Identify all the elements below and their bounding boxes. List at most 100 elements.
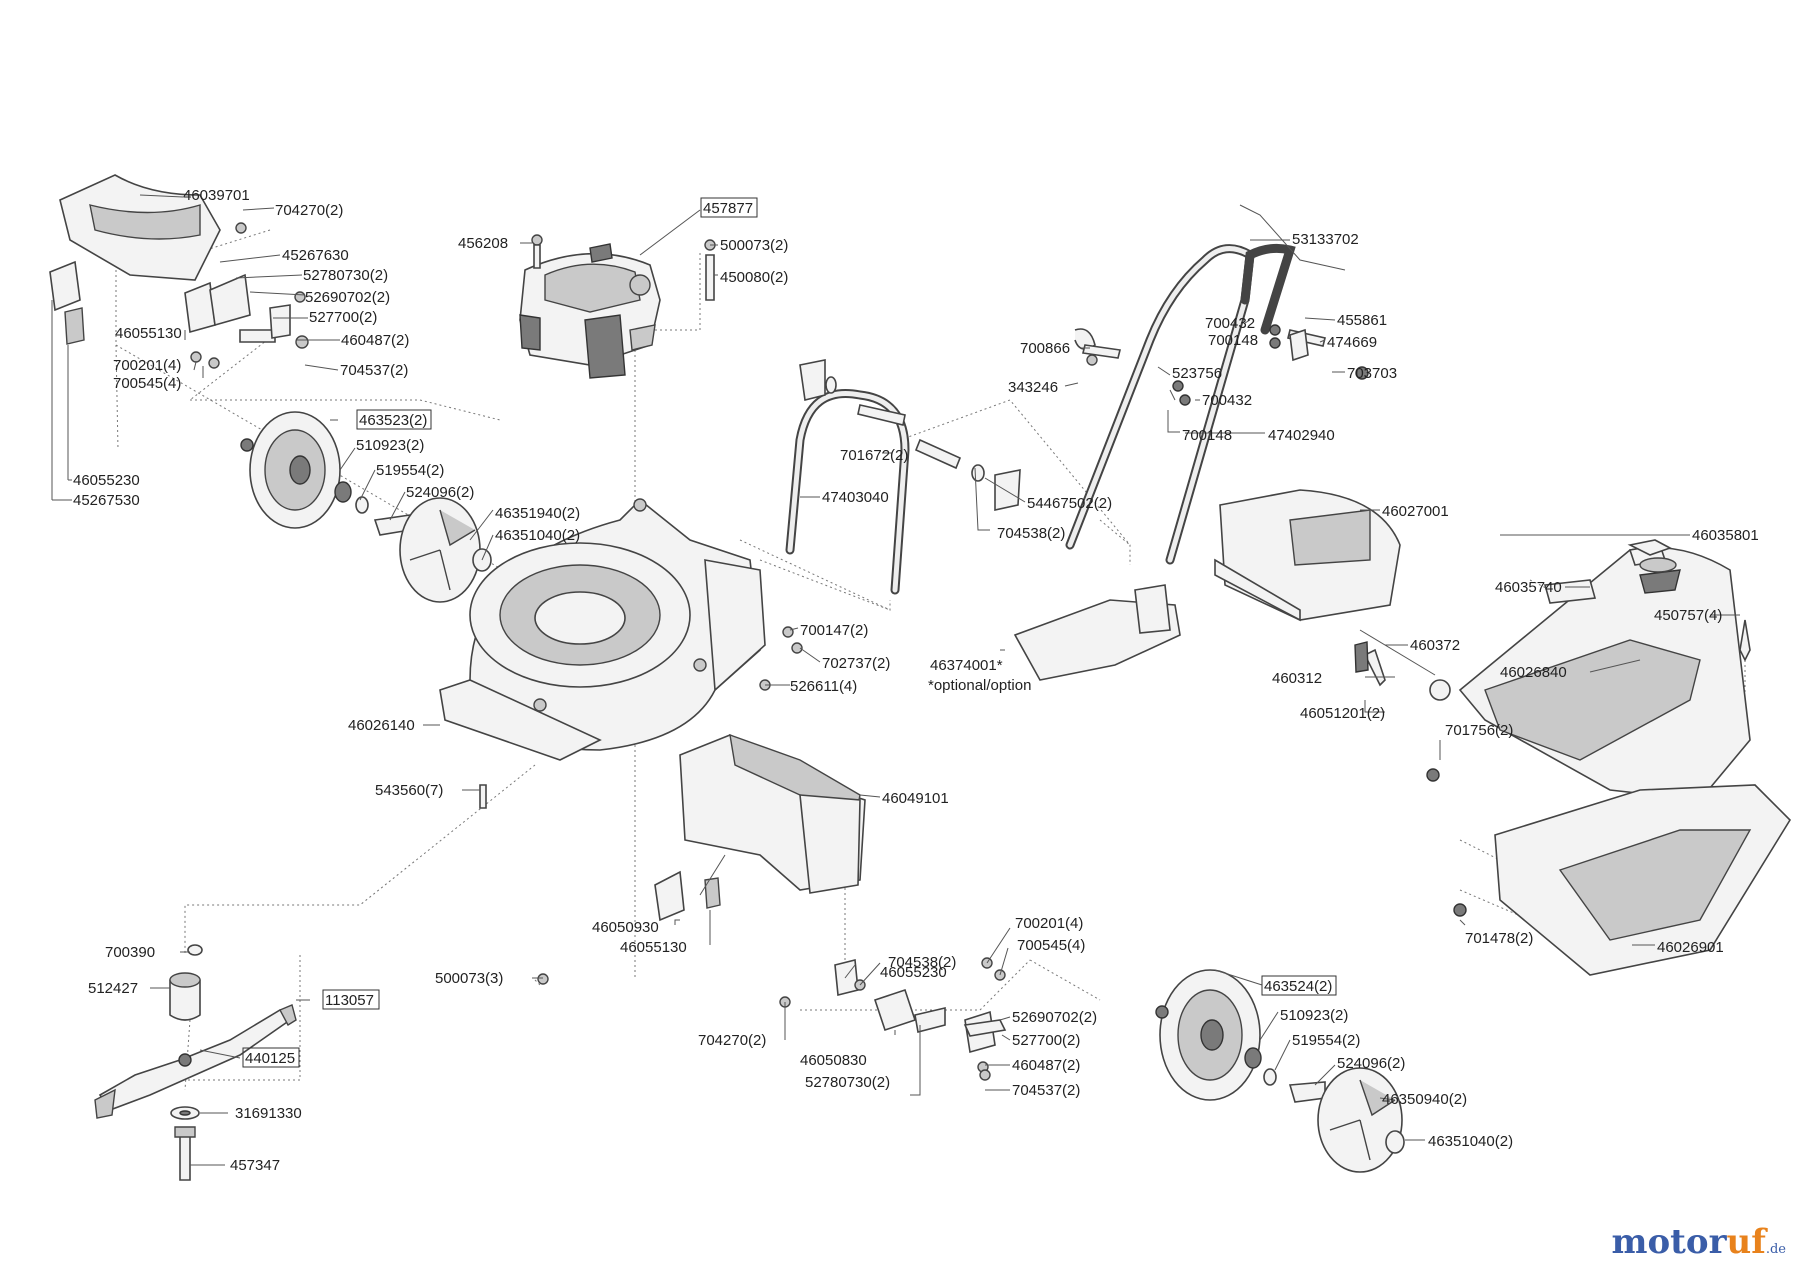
part-label: 460487(2) xyxy=(341,332,409,349)
part-label: 527700(2) xyxy=(1012,1032,1080,1049)
part-label: 510923(2) xyxy=(356,437,424,454)
part-label: 500073(2) xyxy=(720,237,788,254)
part-label: 46055130 xyxy=(115,325,182,342)
part-label: 450757(4) xyxy=(1654,607,1722,624)
part-label: 700201(4) xyxy=(1015,915,1083,932)
part-label: 46050930 xyxy=(592,919,659,936)
part-label: 700147(2) xyxy=(800,622,868,639)
part-label: 519554(2) xyxy=(376,462,444,479)
part-label: 704538(2) xyxy=(888,954,956,971)
part-label: 519554(2) xyxy=(1292,1032,1360,1049)
part-label: 510923(2) xyxy=(1280,1007,1348,1024)
part-label: 46055230 xyxy=(73,472,140,489)
part-label: 700148 xyxy=(1208,332,1258,349)
left-wheel-drawing xyxy=(240,411,492,603)
part-label: 474669 xyxy=(1327,334,1377,351)
part-label: 700432 xyxy=(1202,392,1252,409)
assembly-label: 113057 xyxy=(325,992,374,1009)
brand-name-b: uf xyxy=(1726,1222,1766,1262)
part-label: 455861 xyxy=(1337,312,1387,329)
part-label: 46035801 xyxy=(1692,527,1759,544)
part-label: 700866 xyxy=(1020,340,1070,357)
assembly-box xyxy=(322,989,380,1010)
assembly-label: 440125 xyxy=(245,1050,295,1067)
part-label: 700390 xyxy=(105,944,155,961)
part-label: 703703 xyxy=(1347,365,1397,382)
part-label: 700201(4) xyxy=(113,357,181,374)
brand-name-a: motor xyxy=(1611,1222,1727,1262)
part-label: 450080(2) xyxy=(720,269,788,286)
part-label: *optional/option xyxy=(928,677,1031,694)
part-label: 46035740 xyxy=(1495,579,1562,596)
part-label: 46026840 xyxy=(1500,664,1567,681)
part-label: 46351940(2) xyxy=(495,505,580,522)
part-label: 704538(2) xyxy=(997,525,1065,542)
part-label: 52690702(2) xyxy=(305,289,390,306)
part-label: 45267630 xyxy=(282,247,349,264)
part-label: 702737(2) xyxy=(822,655,890,672)
part-label: 343246 xyxy=(1008,379,1058,396)
part-label: 460487(2) xyxy=(1012,1057,1080,1074)
part-label: 45267530 xyxy=(73,492,140,509)
part-label: 523756 xyxy=(1172,365,1222,382)
part-label: 31691330 xyxy=(235,1105,302,1122)
brand-tld: .de xyxy=(1765,1242,1786,1257)
blade-assembly-drawing xyxy=(94,944,297,1181)
part-label: 543560(7) xyxy=(375,782,443,799)
brand-watermark: motoruf.de xyxy=(1612,1222,1786,1262)
part-label: 700545(4) xyxy=(113,375,181,392)
part-label: 52690702(2) xyxy=(1012,1009,1097,1026)
part-label: 701672(2) xyxy=(840,447,908,464)
part-label: 52780730(2) xyxy=(303,267,388,284)
mower-deck-drawing xyxy=(439,498,766,761)
assembly-label: 463524(2) xyxy=(1264,978,1332,995)
part-label: 46374001* xyxy=(930,657,1003,674)
assembly-label: 457877 xyxy=(703,200,753,217)
part-label: 46350940(2) xyxy=(1382,1091,1467,1108)
assembly-guides xyxy=(115,229,1746,1091)
assembly-box xyxy=(1261,975,1337,996)
part-label: 701756(2) xyxy=(1445,722,1513,739)
part-label: 457347 xyxy=(230,1157,280,1174)
part-label: 46051201(2) xyxy=(1300,705,1385,722)
part-label: 46026140 xyxy=(348,717,415,734)
part-label: 526611(4) xyxy=(790,678,857,695)
part-label: 52780730(2) xyxy=(805,1074,890,1091)
rear-discharge-drawing xyxy=(654,733,866,922)
part-label: 46049101 xyxy=(882,790,949,807)
part-label: 524096(2) xyxy=(1337,1055,1405,1072)
part-label: 524096(2) xyxy=(406,484,474,501)
part-label: 460372 xyxy=(1410,637,1460,654)
part-label: 46351040(2) xyxy=(1428,1133,1513,1150)
assembly-box xyxy=(242,1047,300,1068)
part-label: 46055230 xyxy=(880,964,947,981)
part-label: 704270(2) xyxy=(698,1032,766,1049)
part-label: 54467502(2) xyxy=(1027,495,1112,512)
part-label: 700432 xyxy=(1205,315,1255,332)
grass-box-drawing xyxy=(1426,539,1792,976)
part-label: 704537(2) xyxy=(1012,1082,1080,1099)
leader-lines xyxy=(51,194,1740,1166)
assembly-box xyxy=(356,409,432,430)
part-label: 47403040 xyxy=(822,489,889,506)
part-label: 46026901 xyxy=(1657,939,1724,956)
part-label: 704537(2) xyxy=(340,362,408,379)
part-label: 47402940 xyxy=(1268,427,1335,444)
assembly-box xyxy=(700,197,758,218)
fasteners-drawing xyxy=(479,234,1098,985)
part-label: 700148 xyxy=(1182,427,1232,444)
part-label: 456208 xyxy=(458,235,508,252)
part-label: 46050830 xyxy=(800,1052,867,1069)
part-labels: 46039701 704270(2) 45267630 52780730(2) … xyxy=(73,187,1759,1174)
part-label: 701478(2) xyxy=(1465,930,1533,947)
right-wheel-drawing xyxy=(1155,969,1405,1173)
chute-drawing xyxy=(1013,489,1451,701)
part-label: 460312 xyxy=(1272,670,1322,687)
part-label: 46027001 xyxy=(1382,503,1449,520)
part-label: 704270(2) xyxy=(275,202,343,219)
part-label: 46039701 xyxy=(183,187,250,204)
part-label: 527700(2) xyxy=(309,309,377,326)
handle-drawing xyxy=(785,204,1369,595)
part-label: 700545(4) xyxy=(1017,937,1085,954)
